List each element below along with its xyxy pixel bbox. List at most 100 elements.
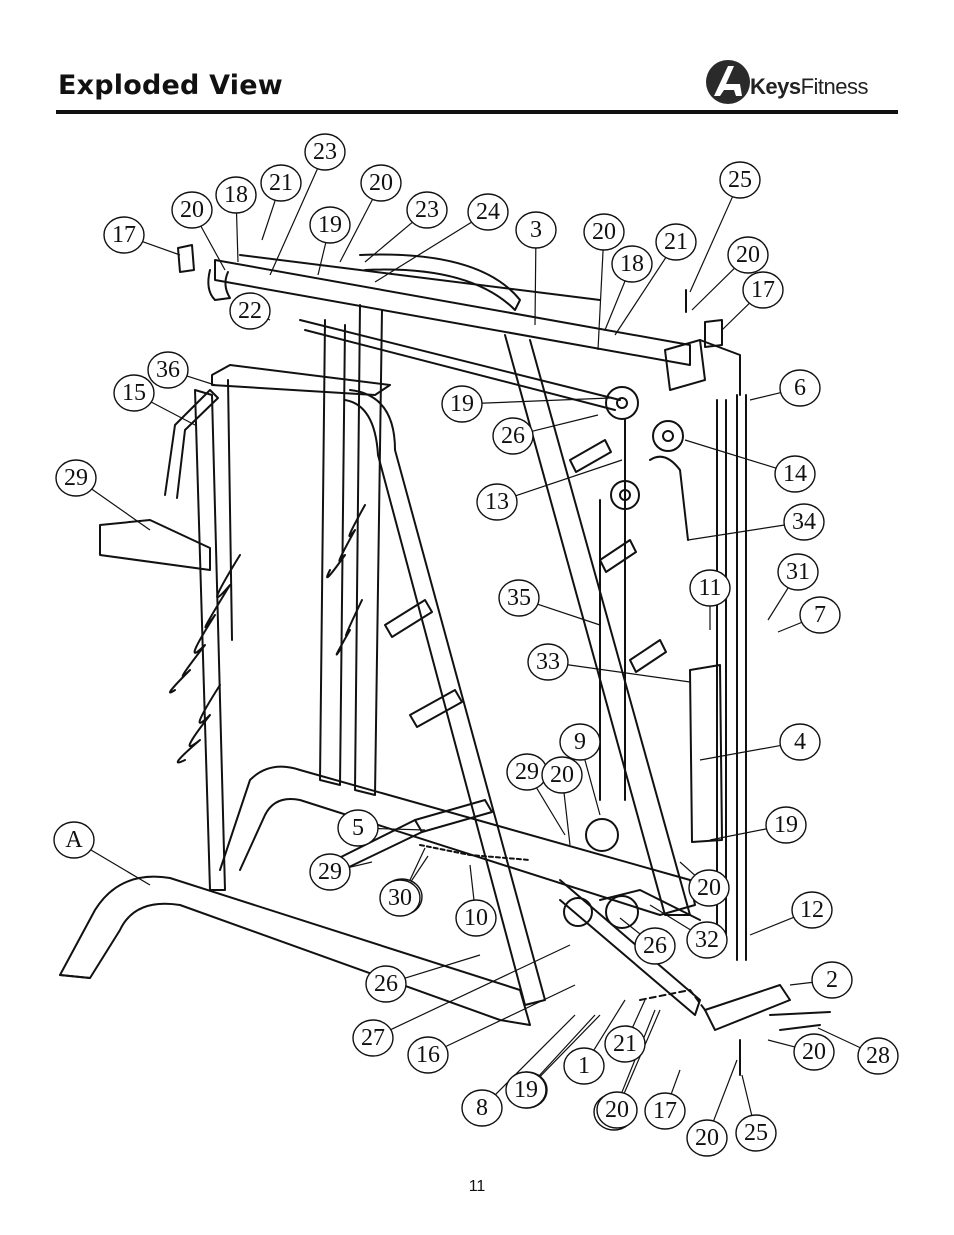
- callout-leader: [817, 1027, 862, 1049]
- callout-number: 32: [695, 927, 719, 953]
- callout-leader: [184, 374, 216, 386]
- part-callout: 33: [527, 643, 569, 681]
- callout-circle: [742, 271, 784, 309]
- part-callout: 34: [783, 503, 825, 541]
- callout-leader: [749, 916, 796, 936]
- callout-leader: [149, 400, 196, 426]
- callout-leader: [592, 999, 626, 1052]
- callout-leader: [200, 225, 226, 271]
- callout-number: 19: [450, 391, 474, 417]
- callout-number: 29: [64, 465, 88, 491]
- callout-leader: [389, 944, 571, 1031]
- callout-number: 17: [653, 1098, 677, 1124]
- page-title: Exploded View: [58, 70, 283, 101]
- callout-leader: [537, 1014, 596, 1078]
- callout-leader: [443, 984, 576, 1048]
- part-callout: 35: [498, 579, 540, 617]
- part-callout: 23: [304, 133, 346, 171]
- callout-circle: [559, 723, 601, 761]
- part-callout: 20: [583, 213, 625, 251]
- callout-leader: [684, 439, 778, 470]
- callout-number: 21: [269, 170, 293, 196]
- callout-circle: [55, 459, 97, 497]
- callout-circle: [309, 206, 351, 244]
- callout-circle: [337, 809, 379, 847]
- callout-number: 33: [536, 649, 560, 675]
- callout-number: 25: [744, 1120, 768, 1146]
- callout-leader: [409, 847, 426, 881]
- part-callout: 32: [686, 921, 728, 959]
- callout-number: 20: [802, 1039, 826, 1065]
- callout-circle: [304, 133, 346, 171]
- callout-circle: [774, 455, 816, 493]
- callout-leader: [534, 247, 537, 326]
- callout-number: 29: [515, 759, 539, 785]
- callout-circle: [791, 891, 833, 929]
- callout-number: 34: [792, 509, 816, 535]
- callout-leader: [403, 954, 481, 980]
- part-callout: 17: [742, 271, 784, 309]
- callout-leader: [479, 397, 611, 404]
- part-callout: 19: [441, 385, 483, 423]
- callout-number: 5: [352, 815, 364, 841]
- callout-circle: [779, 723, 821, 761]
- callout-number: 22: [238, 298, 262, 324]
- part-callout: 26: [492, 417, 534, 455]
- callout-circle: [441, 385, 483, 423]
- part-callout: 20: [171, 191, 213, 229]
- callout-circle: [779, 369, 821, 407]
- callout-number: 8: [476, 1095, 488, 1121]
- callout-number: 21: [664, 229, 688, 255]
- callout-number: 26: [374, 971, 398, 997]
- callout-circle: [406, 191, 448, 229]
- page-number: 11: [468, 1178, 486, 1195]
- callout-number: A: [65, 827, 83, 853]
- part-callout: 20: [727, 236, 769, 274]
- callout-leader: [317, 242, 327, 276]
- callout-leader: [597, 249, 604, 351]
- callout-number: 7: [814, 602, 826, 628]
- callout-circle: [611, 245, 653, 283]
- callout-circle: [461, 1089, 503, 1127]
- callout-number: 36: [156, 357, 180, 383]
- callout-leader: [767, 586, 789, 621]
- part-callout: 1: [563, 1047, 605, 1085]
- callout-circle: [360, 164, 402, 202]
- part-callout: 22: [229, 292, 271, 330]
- callout-leader: [691, 267, 736, 311]
- callout-circle: [215, 176, 257, 214]
- callout-number: 9: [574, 729, 586, 755]
- callout-leader: [614, 256, 667, 336]
- callout-number: 14: [783, 461, 807, 487]
- callout-leader: [565, 663, 691, 683]
- callout-leader-lines: [89, 168, 862, 1122]
- callout-number: 27: [361, 1025, 385, 1051]
- part-callout: 16: [407, 1036, 449, 1074]
- callout-number: 17: [751, 277, 775, 303]
- callout-number: 18: [620, 251, 644, 277]
- callout-circle: [147, 351, 189, 389]
- callout-circle: [103, 216, 145, 254]
- callout-leader: [269, 168, 319, 276]
- part-callout: 10: [455, 899, 497, 937]
- callout-circle: [811, 961, 853, 999]
- part-callout: 9: [559, 723, 601, 761]
- part-callout: 7: [799, 596, 841, 634]
- callout-number: 6: [794, 375, 806, 401]
- callout-leader: [631, 999, 646, 1028]
- callout-leader: [670, 1069, 681, 1095]
- callout-leader: [535, 787, 566, 836]
- callout-leader: [364, 221, 414, 263]
- callout-number: 35: [507, 585, 531, 611]
- callout-leader: [777, 621, 804, 633]
- part-callout: 20: [596, 1091, 638, 1129]
- part-callout: 18: [611, 245, 653, 283]
- callout-number: 17: [112, 222, 136, 248]
- part-callout: 12: [791, 891, 833, 929]
- callout-leader: [235, 212, 239, 263]
- callout-circle: [352, 1019, 394, 1057]
- callout-number: 20: [180, 197, 204, 223]
- callout-circle: [596, 1091, 638, 1129]
- callout-circle: [727, 236, 769, 274]
- part-callout: 6: [779, 369, 821, 407]
